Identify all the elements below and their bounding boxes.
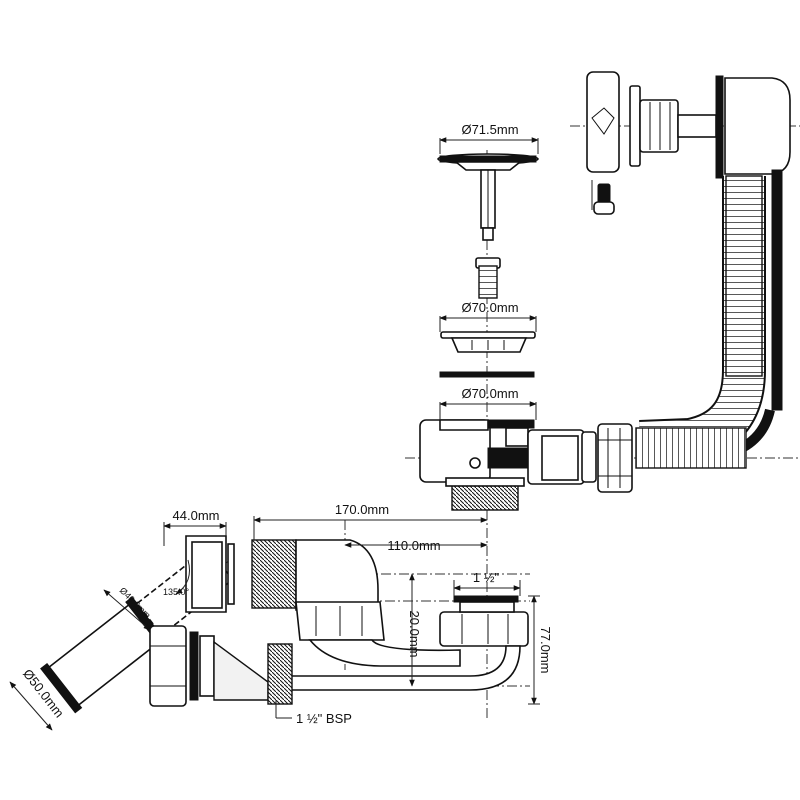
label-plug-diameter: Ø71.5mm — [461, 122, 518, 137]
label-elbow-angle: 135.0° — [163, 587, 190, 597]
label-strainer-diameter: Ø70.0mm — [461, 300, 518, 315]
label-body-diameter: Ø70.0mm — [461, 386, 518, 401]
label-overall-length: 170.0mm — [335, 502, 389, 517]
plug-assembly — [437, 153, 539, 299]
label-outlet-thread: 1 ½" BSP — [296, 711, 352, 726]
dimension-lines — [9, 137, 540, 731]
waste-body — [419, 419, 633, 511]
label-elbow-width: 44.0mm — [173, 508, 220, 523]
overflow-hose — [635, 169, 783, 469]
label-seal-depth: 20.0mm — [407, 611, 422, 658]
trap-body — [251, 539, 529, 705]
label-thread-size: 1 ½" — [473, 570, 500, 585]
label-trap-height: 77.0mm — [538, 627, 553, 674]
label-trap-offset: 110.0mm — [387, 538, 440, 553]
overflow-cap — [586, 71, 791, 215]
strainer — [439, 331, 536, 378]
lower-nut — [149, 625, 269, 707]
